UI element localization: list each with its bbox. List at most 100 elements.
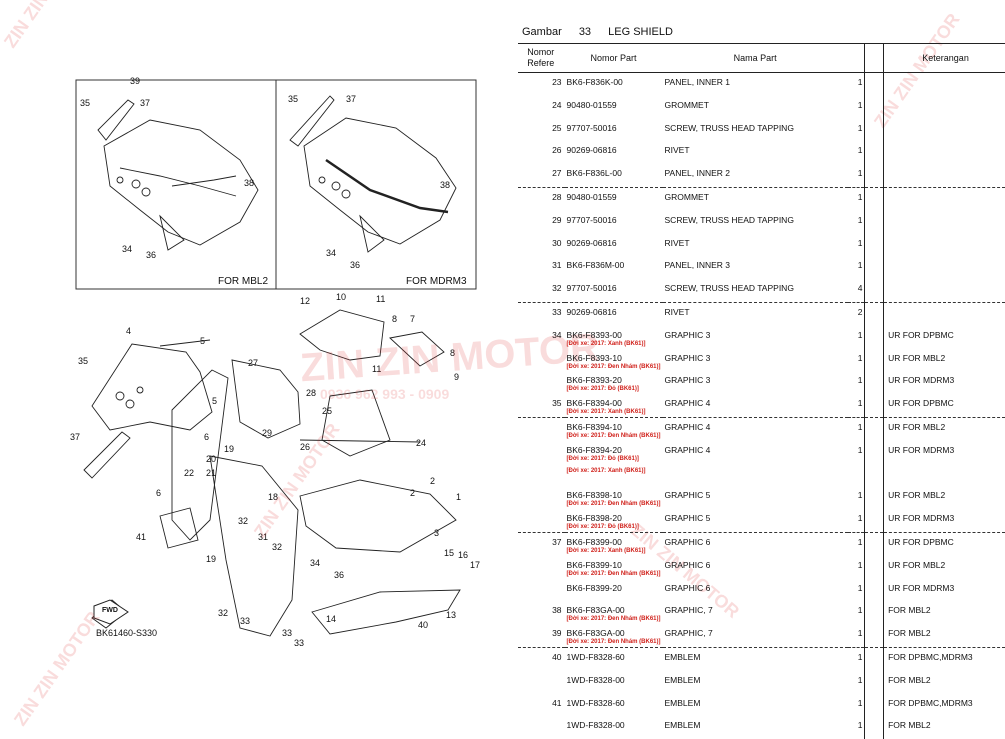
cell-part: BK6-F8393-20[Đời xe: 2017: Đỏ (BK61)] xyxy=(565,371,663,394)
cell-ref-value: 26 xyxy=(520,141,562,156)
cell-ref-value xyxy=(520,671,562,675)
cell-gap xyxy=(865,601,884,624)
svg-text:29: 29 xyxy=(262,428,272,438)
cell-ref-value: 25 xyxy=(520,119,562,134)
cell-qty-value: 1 xyxy=(850,624,863,639)
cell-name-value: GRAPHIC, 7 xyxy=(665,624,846,639)
cell-gap xyxy=(865,349,884,372)
cell-name: SCREW, TRUSS HEAD TAPPING xyxy=(663,211,848,234)
cell-name-value xyxy=(665,464,846,468)
cell-ref xyxy=(518,556,565,579)
cell-name: GRAPHIC 5 xyxy=(663,486,848,509)
cell-qty: 1 xyxy=(848,256,865,279)
cell-qty-value: 1 xyxy=(850,418,863,433)
cell-qty: 1 xyxy=(848,509,865,532)
cell-name-value: PANEL, INNER 3 xyxy=(665,256,846,271)
cell-part-value: 90480-01559 xyxy=(567,96,661,111)
cell-name-value: GROMMET xyxy=(665,96,846,111)
cell-ref-value xyxy=(520,464,562,468)
cell-remark: UR FOR MBL2 xyxy=(884,556,1005,579)
svg-text:24: 24 xyxy=(416,438,426,448)
cell-name-value: GRAPHIC 5 xyxy=(665,509,846,524)
cell-ref-value xyxy=(520,556,562,560)
cell-name-value: GRAPHIC, 7 xyxy=(665,601,846,616)
cell-name: GRAPHIC, 7 xyxy=(663,624,848,647)
cell-ref: 39 xyxy=(518,624,565,647)
cell-gap xyxy=(865,716,884,739)
svg-text:6: 6 xyxy=(204,432,209,442)
cell-part-value: BK6-F836M-00 xyxy=(567,256,661,271)
cell-ref: 29 xyxy=(518,211,565,234)
cell-remark-value: UR FOR MBL2 xyxy=(888,556,1003,571)
cell-remark-value: UR FOR DPBMC xyxy=(888,326,1003,341)
cell-ref-value: 39 xyxy=(520,624,562,639)
cell-remark xyxy=(884,96,1005,119)
cell-remark-value xyxy=(888,141,1003,145)
cell-name: RIVET xyxy=(663,302,848,325)
cell-name: EMBLEM xyxy=(663,694,848,717)
cell-qty-value: 1 xyxy=(850,349,863,364)
cell-qty: 1 xyxy=(848,234,865,257)
cell-part-value: 1WD-F8328-60 xyxy=(567,648,661,663)
cell-part: 90480-01559 xyxy=(565,96,663,119)
cell-part: BK6-F8399-20 xyxy=(565,579,663,602)
cell-part-value: BK6-F8398-10 xyxy=(567,486,661,501)
cell-ref: 24 xyxy=(518,96,565,119)
cell-part-value: BK6-F8399-20 xyxy=(567,579,661,594)
col-gap xyxy=(865,44,884,73)
cell-name-value: SCREW, TRUSS HEAD TAPPING xyxy=(665,119,846,134)
cell-qty: 1 xyxy=(848,624,865,647)
cell-name: GRAPHIC, 7 xyxy=(663,601,848,624)
cell-ref-value: 41 xyxy=(520,694,562,709)
cell-ref xyxy=(518,579,565,602)
cell-name-value: PANEL, INNER 1 xyxy=(665,73,846,88)
cell-name-value: GRAPHIC 5 xyxy=(665,486,846,501)
cell-ref: 34 xyxy=(518,326,565,349)
cell-remark xyxy=(884,73,1005,96)
cell-ref: 32 xyxy=(518,279,565,302)
cell-part: BK6-F8398-20[Đời xe: 2017: Đỏ (BK61)] xyxy=(565,509,663,532)
cell-remark-value: FOR MBL2 xyxy=(888,671,1003,686)
svg-text:28: 28 xyxy=(306,388,316,398)
cell-qty-value: 1 xyxy=(850,73,863,88)
svg-text:37: 37 xyxy=(140,98,150,108)
col-qty xyxy=(848,44,865,73)
cell-name: GRAPHIC 3 xyxy=(663,349,848,372)
svg-text:15: 15 xyxy=(444,548,454,558)
cell-part-value: 97707-50016 xyxy=(567,211,661,226)
cell-name-value: EMBLEM xyxy=(665,694,846,709)
cell-qty: 1 xyxy=(848,187,865,210)
svg-text:11: 11 xyxy=(372,364,381,374)
cell-qty: 1 xyxy=(848,671,865,694)
cell-remark-value: UR FOR MDRM3 xyxy=(888,371,1003,386)
cell-ref: 41 xyxy=(518,694,565,717)
cell-qty-value: 1 xyxy=(850,579,863,594)
cell-remark xyxy=(884,187,1005,210)
cell-qty: 1 xyxy=(848,441,865,464)
cell-ref-value: 35 xyxy=(520,394,562,409)
svg-text:34: 34 xyxy=(122,244,132,254)
cell-gap xyxy=(865,371,884,394)
cell-part-value: BK6-F836K-00 xyxy=(567,73,661,88)
cell-ref-value xyxy=(520,486,562,490)
cell-ref-value: 23 xyxy=(520,73,562,88)
svg-text:22: 22 xyxy=(184,468,194,478)
cell-part: BK6-F8398-10[Đời xe: 2017: Đen Nhám (BK6… xyxy=(565,486,663,509)
svg-text:34: 34 xyxy=(326,248,336,258)
svg-text:40: 40 xyxy=(418,620,428,630)
cell-ref: 37 xyxy=(518,532,565,555)
cell-remark-value xyxy=(888,73,1003,77)
svg-text:35: 35 xyxy=(80,98,90,108)
svg-text:6: 6 xyxy=(156,488,161,498)
cell-part: 1WD-F8328-60 xyxy=(565,694,663,717)
cell-gap xyxy=(865,671,884,694)
